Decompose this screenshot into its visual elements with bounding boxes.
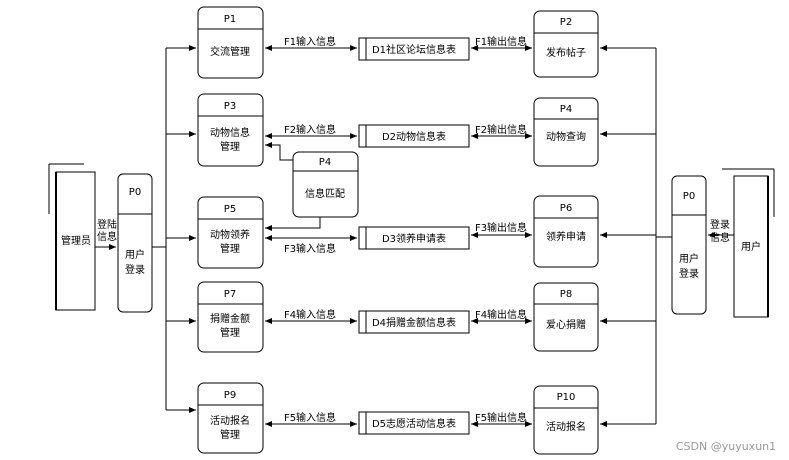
- p9-id: P9: [224, 390, 236, 401]
- data-store-box-d3: [358, 226, 470, 250]
- p1-line1: 交流管理: [210, 45, 250, 58]
- p5-id: P5: [224, 204, 236, 215]
- p6-line1: 领养申请: [546, 230, 586, 243]
- process-p0-right: [671, 175, 707, 315]
- process-p0-left: [117, 173, 153, 313]
- process-box-p3: [197, 93, 264, 167]
- p7-line2: 管理: [220, 326, 240, 339]
- p9-line1: 活动报名: [210, 414, 250, 427]
- right-trunk-lines: [600, 45, 734, 427]
- p3-id: P3: [224, 101, 236, 112]
- entity-admin-label: 管理员: [61, 234, 91, 247]
- p7-line1: 捐赠金额: [210, 312, 250, 325]
- p0-left-id: P0: [129, 187, 141, 198]
- entity-admin: [48, 163, 96, 311]
- store-d2-label: D2动物信息表: [382, 130, 446, 143]
- flow-f1-out: F1输出信息: [475, 35, 527, 48]
- login-left-line1: 登陆: [97, 218, 117, 231]
- p1-id: P1: [224, 14, 236, 25]
- flow-f2-in: F2输入信息: [284, 123, 336, 136]
- p4b-id: P4: [319, 157, 331, 168]
- login-right-line2: 信息: [710, 231, 730, 244]
- entity-user-label: 用户: [741, 240, 761, 253]
- process-box-p10: [533, 385, 599, 455]
- p9-line2: 管理: [220, 428, 240, 441]
- p2-id: P2: [560, 17, 572, 28]
- process-box-p8: [533, 282, 599, 352]
- store-d5-label: D5志愿活动信息表: [372, 417, 456, 430]
- data-store-box-d5: [358, 411, 470, 435]
- process-box-p1: [197, 6, 264, 79]
- data-store-box-d4: [358, 310, 470, 334]
- data-store-box-d1: [358, 37, 470, 61]
- left-trunk-lines: [95, 45, 196, 413]
- p3-line2: 管理: [220, 140, 240, 153]
- p10-id: P10: [557, 392, 576, 403]
- p3-line1: 动物信息: [210, 126, 250, 139]
- p5-line2: 管理: [220, 242, 240, 255]
- entity-user: [722, 168, 775, 318]
- p4a-line1: 动物查询: [546, 130, 586, 143]
- watermark: CSDN @yuyuxun1: [676, 440, 776, 453]
- p8-line1: 爱心捐赠: [546, 318, 586, 331]
- p5-line1: 动物领养: [210, 228, 250, 241]
- data-store-box-d2: [358, 124, 470, 148]
- p0-left-line2: 登录: [125, 263, 145, 276]
- p7-id: P7: [224, 289, 236, 300]
- p0-right-id: P0: [683, 191, 695, 202]
- p4a-id: P4: [560, 104, 572, 115]
- flow-f3-out: F3输出信息: [475, 221, 527, 234]
- process-box-p5: [197, 196, 264, 269]
- store-d4-label: D4捐赠金额信息表: [372, 316, 456, 329]
- flow-f5-in: F5输入信息: [284, 411, 336, 424]
- flow-f4-out: F4输出信息: [475, 308, 527, 321]
- flow-f4-in: F4输入信息: [284, 308, 336, 321]
- process-box-p4b: [292, 151, 359, 218]
- flow-f1-in: F1输入信息: [284, 35, 336, 48]
- p8-id: P8: [560, 289, 572, 300]
- p6-id: P6: [560, 203, 572, 214]
- p0-left-line1: 用户: [125, 248, 145, 261]
- flow-lines: [265, 45, 532, 427]
- p10-line1: 活动报名: [546, 420, 586, 433]
- store-d3-label: D3领养申请表: [382, 232, 446, 245]
- p0-right-line2: 登录: [679, 267, 699, 280]
- p2-line1: 发布帖子: [546, 46, 586, 59]
- store-d1-label: D1社区论坛信息表: [372, 43, 456, 56]
- login-right-line1: 登录: [710, 218, 730, 231]
- process-box-p9: [197, 382, 264, 454]
- flow-f3-in: F3输入信息: [284, 242, 336, 255]
- flow-f5-out: F5输出信息: [475, 411, 527, 424]
- p0-right-line1: 用户: [679, 252, 699, 265]
- p4b-line1: 信息匹配: [305, 187, 345, 200]
- process-box-p7: [197, 281, 264, 353]
- process-box-p6: [533, 195, 599, 268]
- process-box-p2: [533, 10, 599, 78]
- process-box-p4a: [533, 97, 599, 167]
- flow-f2-out: F2输出信息: [475, 123, 527, 136]
- login-left-line2: 信息: [97, 230, 117, 243]
